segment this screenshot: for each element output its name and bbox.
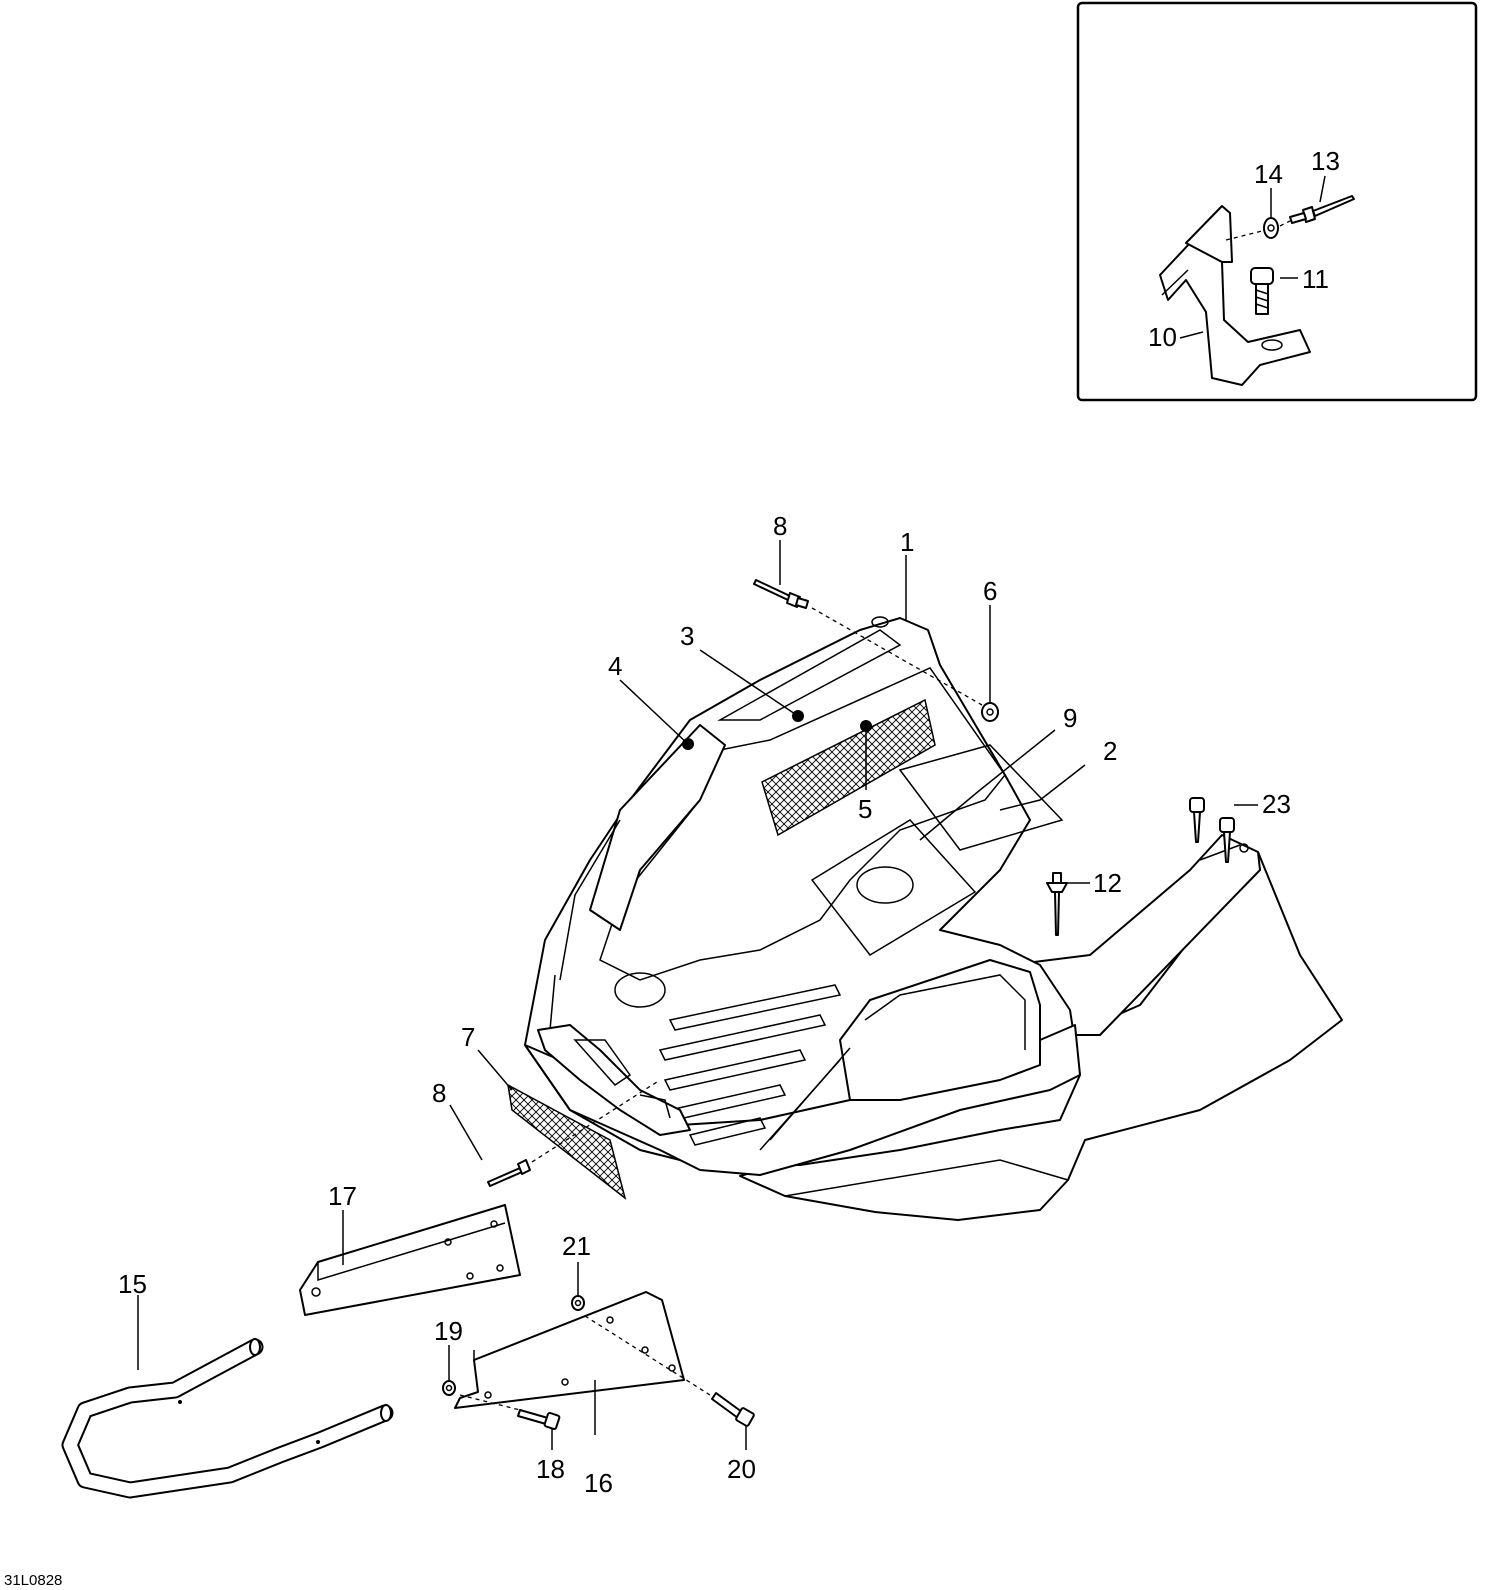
callout-17: 17 — [328, 1181, 357, 1211]
callout-16: 16 — [584, 1468, 613, 1498]
bolt-part-20 — [711, 1392, 755, 1427]
callout-3: 3 — [680, 621, 694, 651]
bracket-part-16 — [454, 1291, 685, 1409]
rivet-part-12 — [1046, 872, 1068, 936]
screw-part-23 — [1189, 797, 1235, 863]
inset-detail: 14 13 11 10 — [1076, 1, 1478, 402]
belly-pan-part-1 — [524, 616, 1343, 1221]
callout-8-lower: 8 — [432, 1078, 446, 1108]
callout-7: 7 — [461, 1022, 475, 1052]
bracket-part-10 — [1159, 205, 1311, 386]
rivet-part-8-lower — [487, 1159, 531, 1187]
callout-4: 4 — [608, 651, 622, 681]
callout-1: 1 — [900, 527, 914, 557]
callout-18: 18 — [536, 1454, 565, 1484]
callout-6: 6 — [983, 576, 997, 606]
callout-14: 14 — [1254, 159, 1283, 189]
callout-12: 12 — [1093, 868, 1122, 898]
callout-21: 21 — [562, 1231, 591, 1261]
callout-20: 20 — [727, 1454, 756, 1484]
bolt-part-18 — [517, 1409, 561, 1430]
callout-19: 19 — [434, 1316, 463, 1346]
rivet-part-8-top — [753, 579, 809, 609]
callout-11: 11 — [1302, 264, 1329, 294]
callout-5: 5 — [858, 794, 872, 824]
callout-15: 15 — [118, 1269, 147, 1299]
leader-lines — [137, 540, 1258, 1450]
inset-frame — [1076, 1, 1478, 402]
callout-9: 9 — [1063, 703, 1077, 733]
washer-part-14 — [1263, 217, 1279, 239]
bolt-part-11 — [1250, 267, 1274, 315]
rivet-part-13 — [1289, 195, 1355, 224]
callout-13: 13 — [1311, 146, 1340, 176]
mesh-part-7 — [507, 1083, 627, 1200]
decal-part-9 — [810, 819, 977, 956]
callout-10: 10 — [1148, 322, 1177, 352]
washer-part-6 — [981, 702, 999, 722]
bracket-part-17 — [299, 1204, 521, 1316]
callout-23: 23 — [1262, 789, 1291, 819]
bumper-bar-part-15 — [61, 1338, 394, 1499]
figure-reference: 31L0828 — [4, 1572, 62, 1589]
callout-8-top: 8 — [773, 511, 787, 541]
callout-2: 2 — [1103, 736, 1117, 766]
nut-part-21 — [571, 1295, 585, 1311]
nut-part-19 — [442, 1380, 456, 1396]
